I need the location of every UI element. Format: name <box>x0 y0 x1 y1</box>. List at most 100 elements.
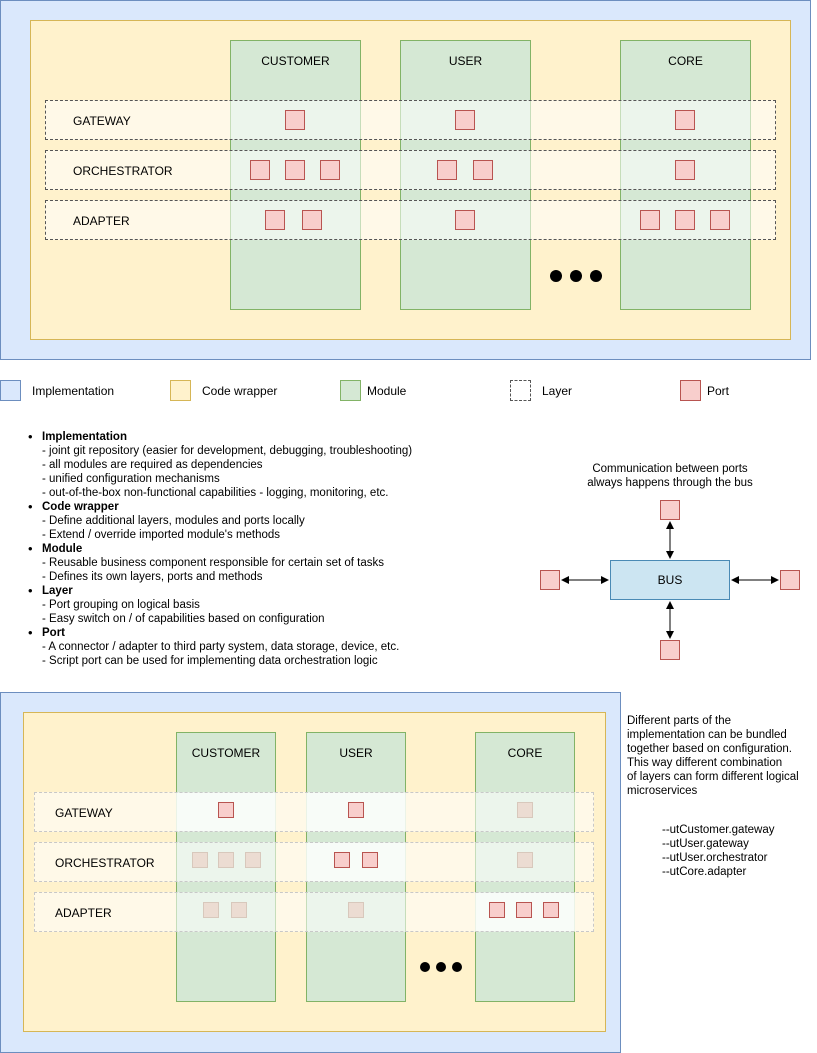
port <box>540 570 560 590</box>
legend-module-label: Module <box>367 384 407 398</box>
legend-layer-swatch <box>510 380 531 401</box>
definitions-list: Implementation - joint git repository (e… <box>28 430 498 668</box>
config-list: --utCustomer.gateway --utUser.gateway --… <box>662 823 812 879</box>
definition-line: - joint git repository (easier for devel… <box>42 445 413 457</box>
definition-line: - Easy switch on / of capabilities based… <box>42 613 325 625</box>
definition-code-wrapper: Code wrapper - Define additional layers,… <box>28 500 498 542</box>
module-title: CUSTOMER <box>261 54 330 68</box>
port-inactive <box>192 852 208 868</box>
ellipsis-dot <box>570 270 582 282</box>
port <box>660 500 680 520</box>
bus-caption-line: Communication between ports <box>592 463 748 475</box>
ellipsis-dot <box>420 962 430 972</box>
layer-title: ADAPTER <box>55 906 112 920</box>
port <box>348 802 364 818</box>
layer-title: ORCHESTRATOR <box>55 856 155 870</box>
description-line: This way different combination <box>627 757 783 769</box>
legend-code-wrapper-label: Code wrapper <box>202 384 278 398</box>
bus-caption-line: always happens through the bus <box>587 477 753 489</box>
legend-layer-label: Layer <box>542 384 573 398</box>
port-inactive <box>203 902 219 918</box>
bus-caption: Communication between ports always happe… <box>560 462 780 490</box>
port <box>675 110 695 130</box>
port <box>489 902 505 918</box>
ellipsis-dot <box>436 962 446 972</box>
port-inactive <box>218 852 234 868</box>
definition-line: - all modules are required as dependenci… <box>42 459 263 471</box>
port <box>710 210 730 230</box>
legend-implementation-label: Implementation <box>32 384 115 398</box>
module-title: USER <box>339 746 373 760</box>
definition-line: - Port grouping on logical basis <box>42 599 200 611</box>
module-title: CORE <box>668 54 703 68</box>
definition-line: - A connector / adapter to third party s… <box>42 641 400 653</box>
port <box>455 210 475 230</box>
definition-line: - unified configuration mechanisms <box>42 473 220 485</box>
definition-layer: Layer - Port grouping on logical basis -… <box>28 584 498 626</box>
port <box>675 210 695 230</box>
port <box>473 160 493 180</box>
port <box>516 902 532 918</box>
port <box>218 802 234 818</box>
layer-title: ORCHESTRATOR <box>73 164 173 178</box>
port <box>543 902 559 918</box>
module-title: CUSTOMER <box>191 746 261 760</box>
layer-gateway: GATEWAY <box>45 100 776 140</box>
legend-module-swatch <box>340 380 361 401</box>
description-line: microservices <box>627 785 698 797</box>
definition-title: Module <box>42 543 83 555</box>
module-title: USER <box>448 54 483 68</box>
description-line: implementation can be bundled <box>627 729 787 741</box>
layer-title: ADAPTER <box>73 214 130 228</box>
port <box>250 160 270 180</box>
port <box>660 640 680 660</box>
definition-port: Port - A connector / adapter to third pa… <box>28 626 498 668</box>
legend-code-wrapper-swatch <box>170 380 191 401</box>
port <box>675 160 695 180</box>
layer-title: GATEWAY <box>73 114 131 128</box>
port-inactive <box>517 802 533 818</box>
port <box>437 160 457 180</box>
port <box>455 110 475 130</box>
definition-line: - Extend / override imported module's me… <box>42 529 281 541</box>
port <box>334 852 350 868</box>
config-line: --utUser.gateway <box>662 838 749 850</box>
port-inactive <box>245 852 261 868</box>
legend-implementation-swatch <box>0 380 21 401</box>
selected-section <box>306 843 406 881</box>
legend-port-swatch <box>680 380 701 401</box>
ellipsis-dot <box>550 270 562 282</box>
definition-line: - Script port can be used for implementi… <box>42 655 378 667</box>
port <box>780 570 800 590</box>
legend-port-label: Port <box>707 384 730 398</box>
definition-line: - out-of-the-box non-functional capabili… <box>42 487 389 499</box>
port <box>285 160 305 180</box>
description-line: together based on configuration. <box>627 743 792 755</box>
port-inactive <box>348 902 364 918</box>
ellipsis-dot <box>452 962 462 972</box>
port <box>320 160 340 180</box>
port-inactive <box>231 902 247 918</box>
definition-line: - Reusable business component responsibl… <box>42 557 384 569</box>
port <box>302 210 322 230</box>
definition-implementation: Implementation - joint git repository (e… <box>28 430 498 500</box>
definition-title: Layer <box>42 585 73 597</box>
bundling-description: Different parts of the implementation ca… <box>627 714 817 798</box>
port <box>285 110 305 130</box>
layer-orchestrator: ORCHESTRATOR <box>45 150 776 190</box>
definition-title: Port <box>42 627 65 639</box>
port <box>362 852 378 868</box>
port <box>640 210 660 230</box>
bus-label: BUS <box>657 573 683 587</box>
description-line: Different parts of the <box>627 715 731 727</box>
definition-line: - Define additional layers, modules and … <box>42 515 305 527</box>
port <box>265 210 285 230</box>
config-line: --utCustomer.gateway <box>662 824 775 836</box>
module-title: CORE <box>507 746 543 760</box>
bus-box: BUS <box>610 560 730 600</box>
description-line: of layers can form different logical <box>627 771 799 783</box>
definition-title: Code wrapper <box>42 501 119 513</box>
definition-line: - Defines its own layers, ports and meth… <box>42 571 263 583</box>
definition-title: Implementation <box>42 431 127 443</box>
